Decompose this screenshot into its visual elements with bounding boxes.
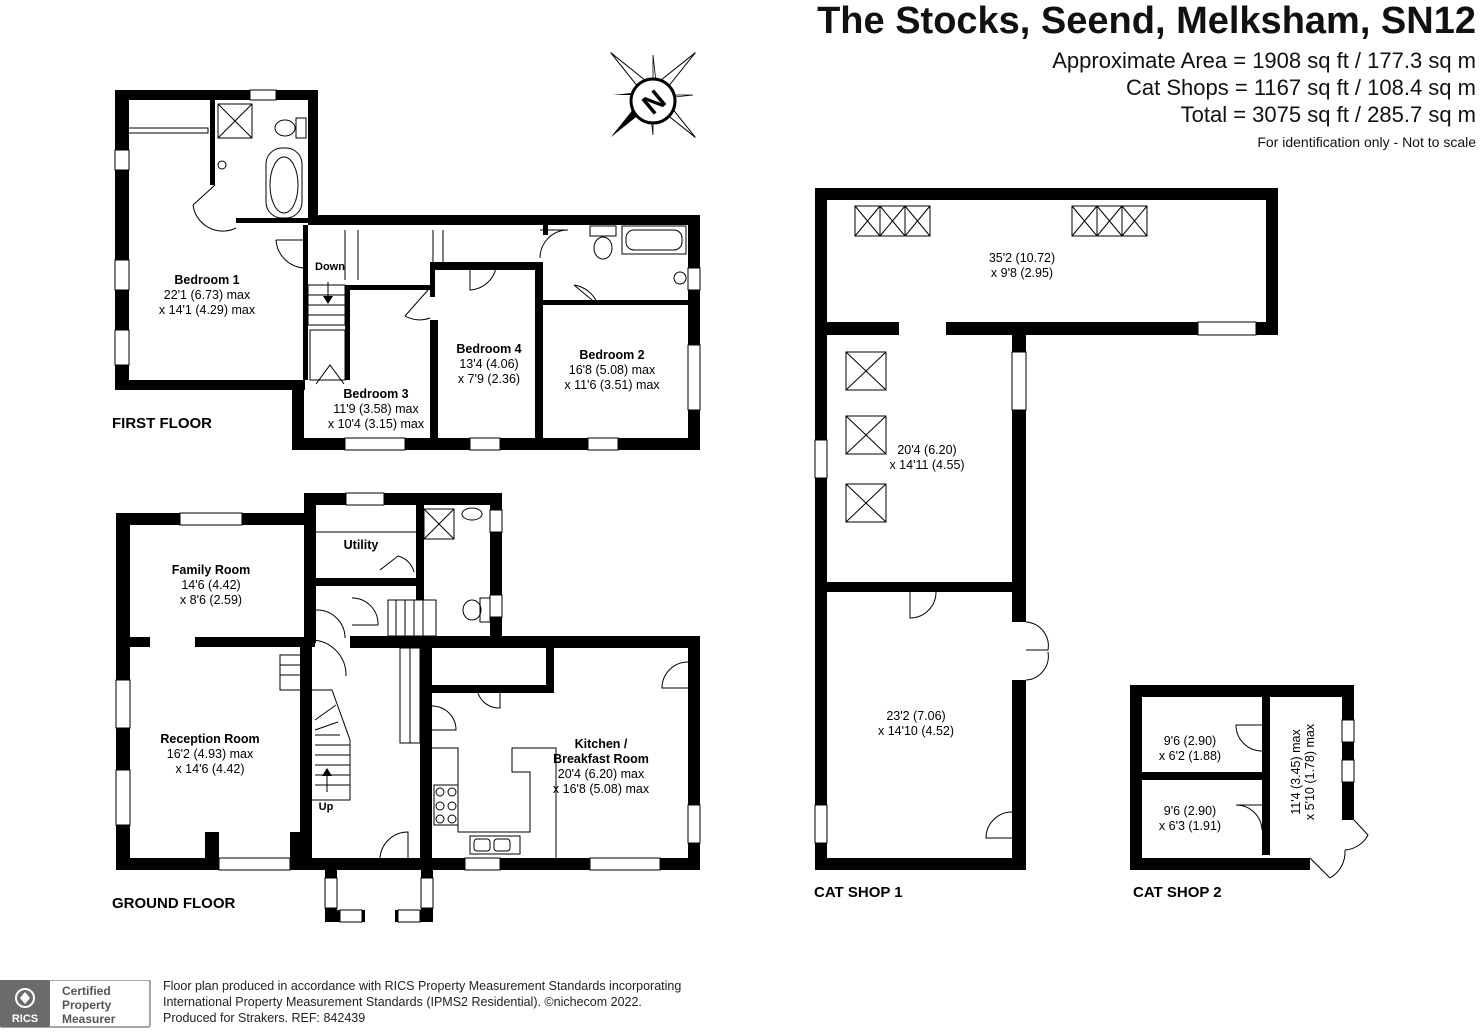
bedroom-2-dim-2: x 11'6 (3.51) max	[564, 378, 660, 392]
cat-shop-1-mid-dim-2: x 14'11 (4.55)	[889, 458, 964, 472]
footer-line-3: Produced for Strakers. REF: 842439	[163, 1011, 366, 1025]
rics-logo-icon	[15, 988, 35, 1008]
badge-line-3: Measurer	[62, 1012, 116, 1026]
approx-area-text: Approximate Area = 1908 sq ft / 177.3 sq…	[1052, 48, 1476, 73]
cat-shop-2-label: CAT SHOP 2	[1133, 884, 1222, 901]
family-room-dim-1: 14'6 (4.42)	[181, 578, 240, 592]
cat-shop-2-bottom-dim-2: x 6'3 (1.91)	[1159, 819, 1221, 833]
footer-line-2: International Property Measurement Stand…	[163, 995, 642, 1009]
cat-shop-2-top-dim-2: x 6'2 (1.88)	[1159, 749, 1221, 763]
cat-shop-1-label: CAT SHOP 1	[814, 884, 903, 901]
rics-certified-badge: RICS Certified Property Measurer	[0, 980, 151, 1028]
badge-line-1: Certified	[62, 984, 111, 998]
cat-shop-1-top-dim-2: x 9'8 (2.95)	[991, 266, 1053, 280]
cat-shop-2-bottom-dim-1: 9'6 (2.90)	[1164, 804, 1216, 818]
disclaimer-text: For identification only - Not to scale	[1257, 134, 1476, 150]
cat-shop-1-top-dim-1: 35'2 (10.72)	[989, 251, 1055, 265]
cat-shop-2-side-dim-2: x 5'10 (1.78) max	[1303, 723, 1317, 820]
reception-room-name: Reception Room	[160, 732, 259, 746]
cat-shop-1-bottom-dim-2: x 14'10 (4.52)	[878, 724, 954, 738]
page-title: The Stocks, Seend, Melksham, SN12	[817, 0, 1476, 42]
cat-shop-2-plan: 9'6 (2.90) x 6'2 (1.88) 9'6 (2.90) x 6'3…	[1130, 685, 1369, 901]
first-floor-label: FIRST FLOOR	[112, 415, 212, 432]
family-room-name: Family Room	[172, 563, 251, 577]
cat-shop-2-top-dim-1: 9'6 (2.90)	[1164, 734, 1216, 748]
badge-line-2: Property	[62, 998, 112, 1012]
bedroom-3-dim-1: 11'9 (3.58) max	[333, 402, 419, 416]
footer-credits: Floor plan produced in accordance with R…	[163, 978, 681, 1026]
family-room-dim-2: x 8'6 (2.59)	[180, 593, 242, 607]
kitchen-name-2: Breakfast Room	[553, 752, 649, 766]
ground-floor-label: GROUND FLOOR	[112, 895, 235, 912]
bedroom-4-name: Bedroom 4	[456, 342, 521, 356]
utility-name: Utility	[344, 538, 379, 552]
bedroom-1-name: Bedroom 1	[174, 273, 239, 287]
cat-shop-1-bottom-dim-1: 23'2 (7.06)	[886, 709, 945, 723]
footer-line-1: Floor plan produced in accordance with R…	[163, 979, 682, 993]
stairs-up-label: Up	[319, 801, 334, 813]
kitchen-dim-2: x 16'8 (5.08) max	[553, 782, 650, 796]
reception-room-dim-1: 16'2 (4.93) max	[167, 747, 254, 761]
first-floor-plan: Bedroom 1 22'1 (6.73) max x 14'1 (4.29) …	[112, 89, 701, 451]
cat-shop-1-mid-dim-1: 20'4 (6.20)	[897, 443, 956, 457]
ground-floor-plan: Family Room 14'6 (4.42) x 8'6 (2.59) Uti…	[112, 492, 701, 923]
bedroom-2-name: Bedroom 2	[579, 348, 644, 362]
bedroom-1-dim-2: x 14'1 (4.29) max	[159, 303, 256, 317]
bedroom-4-dim-2: x 7'9 (2.36)	[458, 372, 520, 386]
cat-shops-area-text: Cat Shops = 1167 sq ft / 108.4 sq m	[1126, 75, 1476, 100]
stairs-down-label: Down	[315, 261, 345, 273]
cat-shop-2-side-dim-1: 11'4 (3.45) max	[1289, 728, 1303, 814]
kitchen-dim-1: 20'4 (6.20) max	[558, 767, 645, 781]
bedroom-4-dim-1: 13'4 (4.06)	[459, 357, 518, 371]
bedroom-3-name: Bedroom 3	[343, 387, 408, 401]
bedroom-3-dim-2: x 10'4 (3.15) max	[328, 417, 425, 431]
rics-text: RICS	[12, 1013, 38, 1025]
bedroom-1-dim-1: 22'1 (6.73) max	[164, 288, 251, 302]
total-area-text: Total = 3075 sq ft / 285.7 sq m	[1180, 102, 1476, 127]
kitchen-name-1: Kitchen /	[575, 737, 628, 751]
bedroom-2-dim-1: 16'8 (5.08) max	[569, 363, 656, 377]
cat-shop-1-plan: 35'2 (10.72) x 9'8 (2.95) 20'4 (6.20) x …	[814, 188, 1278, 901]
reception-room-dim-2: x 14'6 (4.42)	[175, 762, 244, 776]
